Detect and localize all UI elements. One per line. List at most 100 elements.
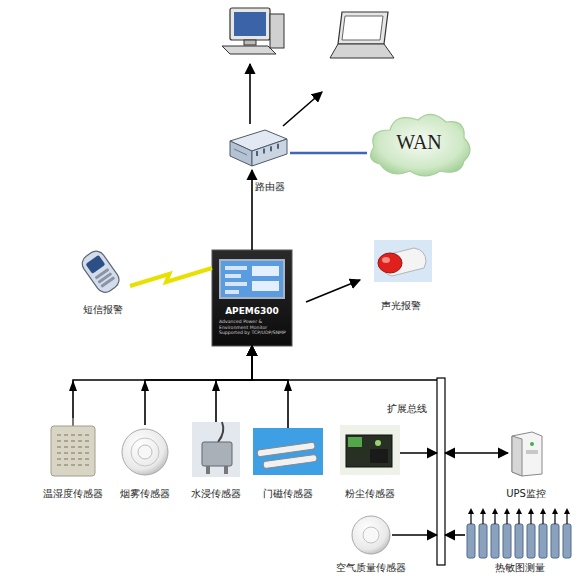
device-model: APEM6300 <box>212 306 292 317</box>
shape-part <box>85 434 89 436</box>
shape-part <box>512 432 542 476</box>
node-icon <box>437 378 445 565</box>
shape-part <box>491 524 499 558</box>
signal-arrow <box>400 452 437 454</box>
shape-part <box>540 508 546 514</box>
signal-arrow <box>252 346 288 428</box>
shape-part <box>374 240 432 282</box>
cloud-label: WAN <box>365 130 473 154</box>
sound-light-alarm: 声光报警 <box>370 238 432 283</box>
shape-part <box>85 458 89 460</box>
shape-part <box>492 508 498 514</box>
shape-part <box>218 422 223 442</box>
laptop-screen <box>342 16 383 40</box>
shape-part <box>516 508 522 514</box>
shape-part <box>225 266 247 270</box>
node-icon <box>45 418 101 478</box>
shape-part <box>551 524 559 558</box>
monitor-screen <box>234 12 266 36</box>
shape-part <box>192 422 240 477</box>
shape-part <box>257 442 315 457</box>
device-subtitle: Advanced Power & Environment Monitor Sup… <box>219 319 287 336</box>
shape-part <box>230 141 252 166</box>
shape-part <box>64 440 68 442</box>
arrowhead <box>284 380 292 391</box>
sms-alarm-phone: 短信报警 <box>75 248 130 293</box>
shape-part <box>100 276 115 288</box>
shape-part <box>539 524 547 558</box>
shape-part <box>85 464 89 466</box>
sensor-label: 烟雾传感器 <box>95 488 195 500</box>
shape-part <box>64 458 68 460</box>
expansion-bus: 扩展总线 <box>437 378 445 565</box>
shape-part <box>202 442 232 466</box>
shape-part <box>375 440 381 446</box>
shape-part <box>480 508 486 514</box>
signal-arrow <box>216 346 252 422</box>
shape-part <box>437 378 445 565</box>
arrowhead <box>69 380 77 391</box>
sensor-label: 粉尘传感器 <box>320 488 420 500</box>
shape-part <box>220 260 284 298</box>
shape-part <box>277 144 279 149</box>
shape-part <box>78 452 82 454</box>
node-icon <box>465 508 575 558</box>
shape-part <box>352 516 390 554</box>
signal-arrow <box>445 452 508 454</box>
sensor-label: 空气质量传感器 <box>321 562 421 574</box>
shape-part <box>467 524 475 558</box>
shape-part <box>57 446 61 448</box>
ups-monitor: UPS监控 <box>508 430 544 475</box>
shape-part <box>225 274 241 278</box>
node-icon <box>192 422 240 477</box>
monitor-device: APEM6300Advanced Power & Environment Mon… <box>212 250 292 346</box>
shape-part <box>79 248 123 296</box>
sensor-label: UPS监控 <box>476 488 576 500</box>
shape-part <box>528 508 534 514</box>
shape-part <box>564 508 570 514</box>
shape-part <box>378 253 402 273</box>
sensor-label: 门磁传感器 <box>238 488 338 500</box>
shape-part <box>212 250 292 346</box>
wireless-link <box>130 268 212 286</box>
arrow-line <box>283 92 322 126</box>
bus-arrowheads <box>69 380 292 391</box>
wan-cloud: WAN <box>365 108 473 178</box>
shape-part <box>131 438 159 466</box>
signal-arrow <box>445 534 465 536</box>
laptop-computer <box>330 12 394 58</box>
shape-part <box>526 450 538 454</box>
arrowhead <box>141 380 149 391</box>
shape-part <box>270 146 272 151</box>
sensor-label: 水浸传感器 <box>166 488 266 500</box>
shape-part <box>340 425 400 475</box>
smoke-sensor: 烟雾传感器 <box>120 425 170 477</box>
shape-part <box>51 426 95 476</box>
shape-part <box>346 435 392 467</box>
shape-part <box>57 458 61 460</box>
shape-part <box>527 524 535 558</box>
shape-part <box>78 434 82 436</box>
shape-part <box>71 458 75 460</box>
bus-label: 扩展总线 <box>387 403 433 415</box>
node-icon <box>225 125 290 170</box>
node-icon <box>370 238 432 283</box>
shape-part <box>78 464 82 466</box>
sensor-label: 热敏图测量 <box>470 562 570 574</box>
shape-part <box>79 248 123 296</box>
arrow-line <box>249 64 251 124</box>
shape-part <box>71 434 75 436</box>
shape-part <box>85 446 89 448</box>
thermal-sensor-array: 热敏图测量 <box>465 508 575 558</box>
signal-arrow <box>252 346 437 380</box>
shape-part <box>479 524 487 558</box>
shape-part <box>57 434 61 436</box>
shape-part <box>515 524 523 558</box>
sensor-label: 温湿度传感器 <box>23 488 123 500</box>
shape-part <box>263 149 265 154</box>
shape-part <box>71 464 75 466</box>
shape-part <box>64 434 68 436</box>
shape-part <box>78 458 82 460</box>
shape-part <box>225 282 247 286</box>
shape-part <box>563 524 571 558</box>
